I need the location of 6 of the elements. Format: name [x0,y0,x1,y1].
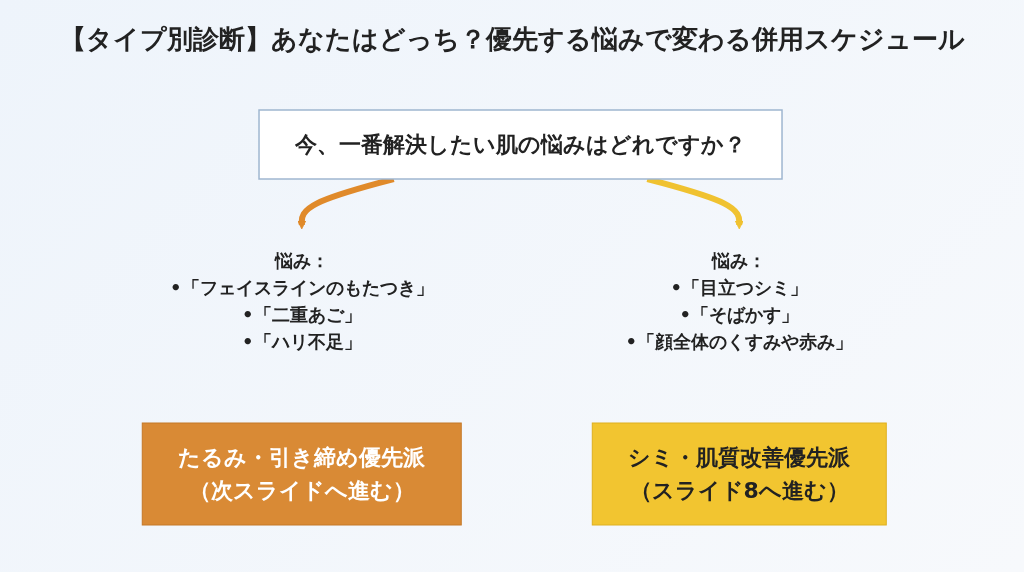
node-box: シミ・肌質改善優先派 （スライド8へ進む） [592,422,888,526]
node-text: 悩み： •「フェイスラインのもたつき」 •「二重あご」 •「ハリ不足」 [170,250,434,352]
node-box: 今、一番解決したい肌の悩みはどれですか？ [258,109,784,180]
node-text: 悩み： •「目立つシミ」 •「そばかす」 •「顔全体のくすみや赤み」 [626,250,854,352]
title: 【タイプ別診断】あなたはどっち？優先する悩みで変わる併用スケジュール [58,23,966,56]
node-box: たるみ・引き締め優先派 （次スライドへ進む） [142,422,463,526]
